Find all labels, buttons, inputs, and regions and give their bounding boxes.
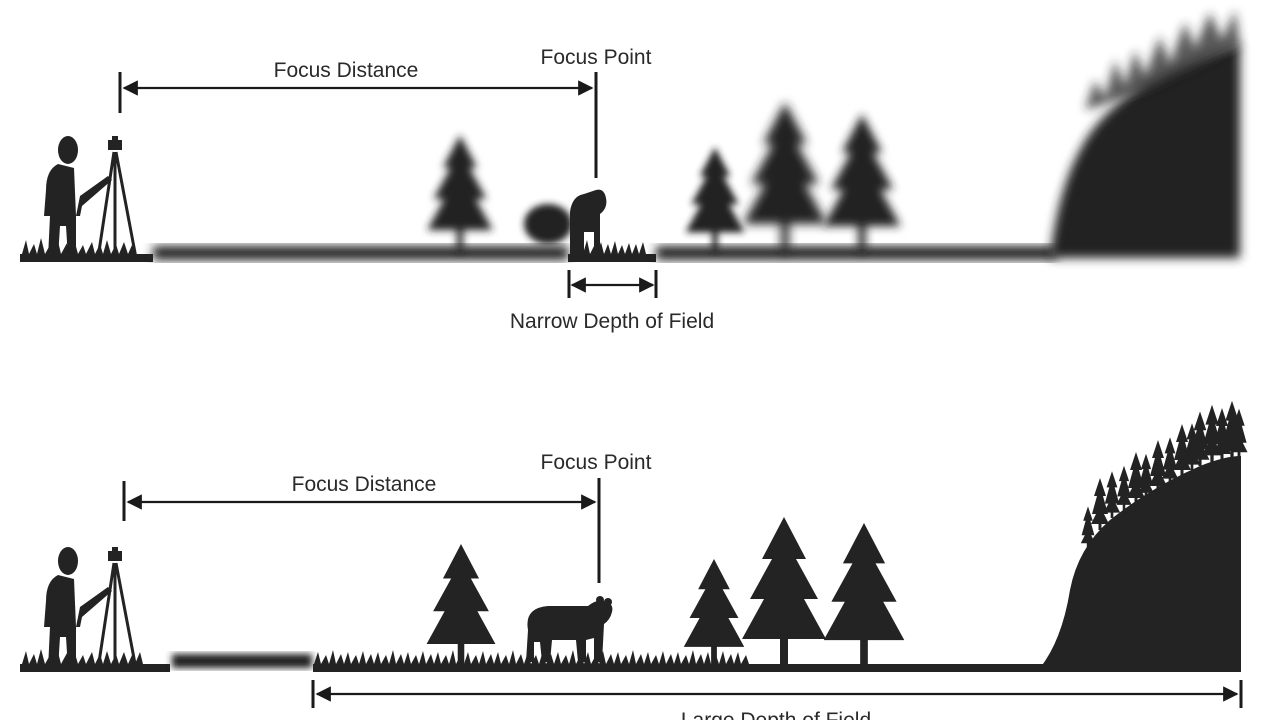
focus-point-label: Focus Point (541, 46, 652, 69)
pine-tree-icon (685, 147, 745, 252)
grass-icon (22, 238, 135, 254)
grass-icon (22, 649, 143, 664)
photographer-icon (42, 134, 138, 260)
pine-tree-icon (823, 114, 901, 252)
narrow-dof-label: Narrow Depth of Field (510, 310, 714, 333)
bear-icon (526, 596, 613, 662)
ground-blurred-far (656, 246, 1056, 260)
grass-icon (314, 650, 749, 664)
grass-icon (570, 240, 646, 254)
pine-tree-icon (426, 544, 496, 667)
pine-tree-icon (823, 523, 905, 667)
focus-distance-label: Focus Distance (274, 59, 419, 82)
blurred-rock (524, 204, 572, 244)
photographer-icon (42, 545, 138, 671)
top-panel: Focus Distance Focus Point (20, 10, 1240, 333)
ground-blurred-near (172, 654, 312, 668)
focus-point-label: Focus Point (541, 451, 652, 474)
hill-icon (1050, 44, 1240, 258)
ground-blurred-near (153, 246, 568, 260)
bottom-panel: Focus Distance Focus Point (20, 400, 1248, 720)
ground-sharp-main (313, 664, 1241, 672)
pine-tree-icon (427, 135, 493, 252)
focus-distance-label: Focus Distance (292, 473, 437, 496)
bear-icon (570, 189, 607, 254)
pine-tree-icon (742, 517, 826, 667)
blurred-forest (1085, 10, 1240, 110)
hill-icon (1040, 456, 1241, 668)
large-dof-label: Large Depth of Field (681, 709, 871, 720)
pine-tree-icon (743, 102, 827, 252)
ground-sharp-left (20, 254, 153, 262)
ground-sharp-focus (568, 254, 656, 262)
ground-sharp-left (20, 664, 170, 672)
